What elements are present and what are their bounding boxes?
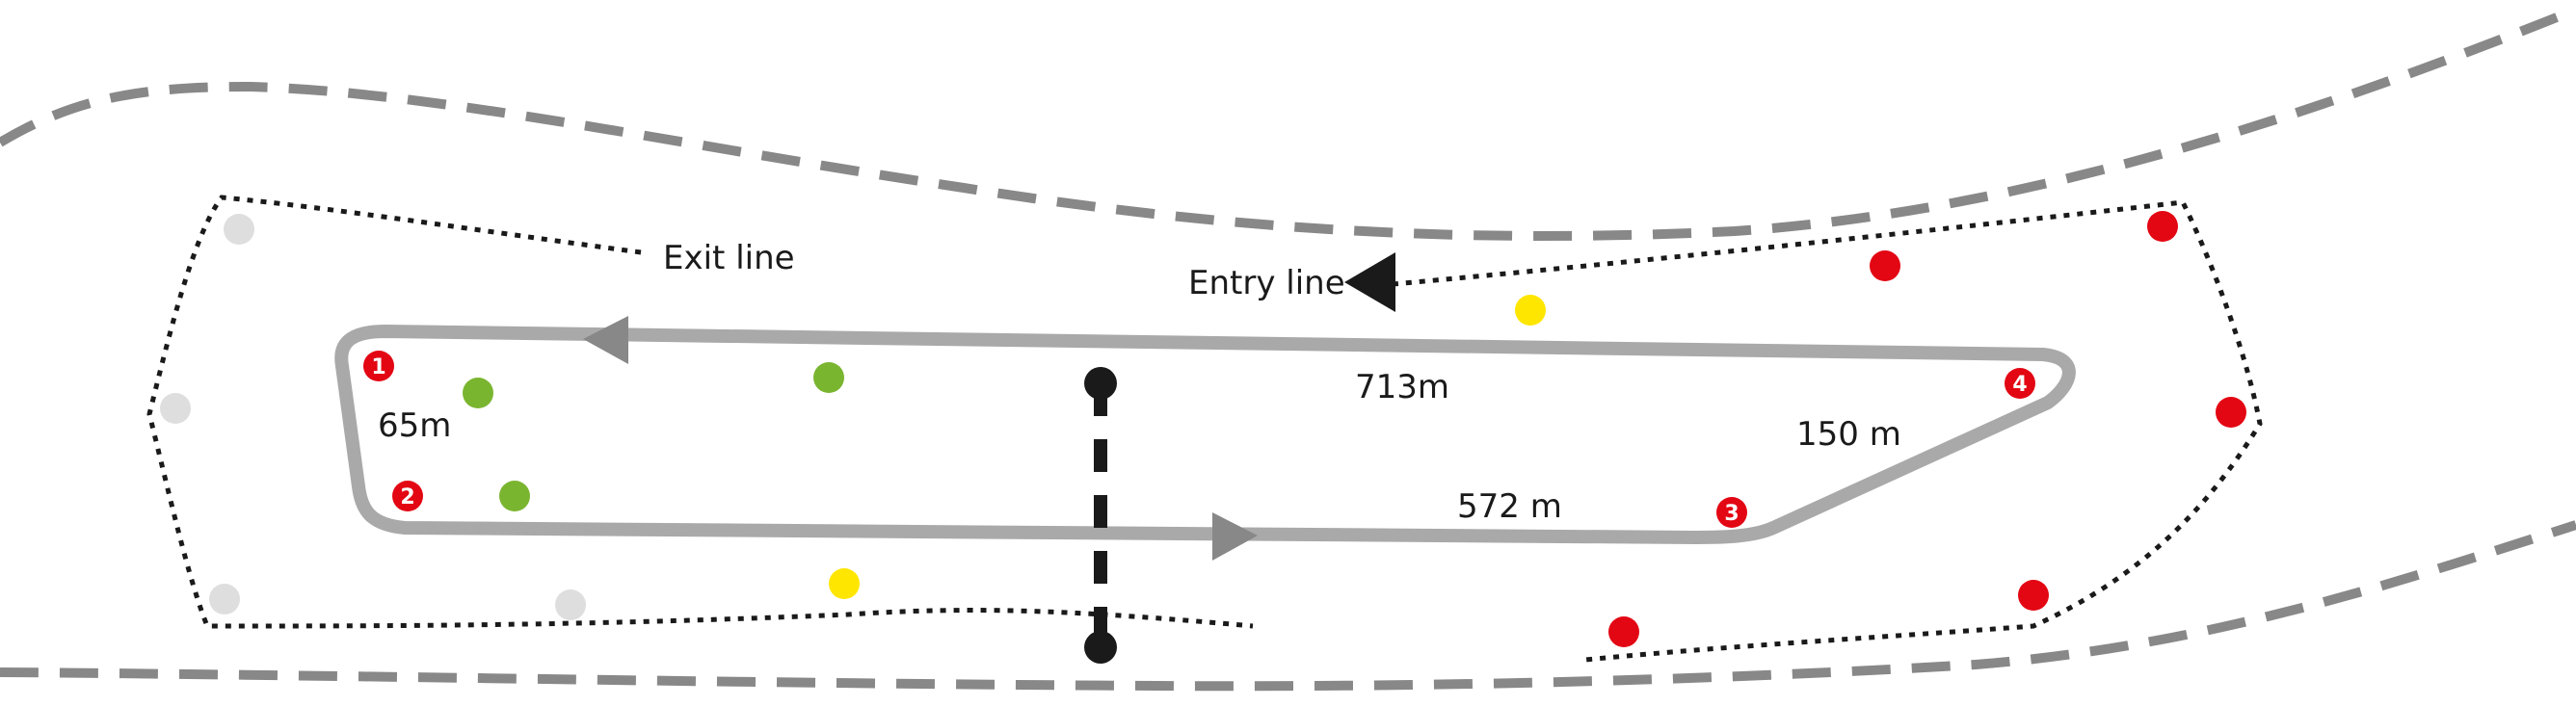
marker-2: 2 [392,481,423,511]
road-edge-bottom [0,520,2576,692]
distance-572-label: 572 m [1457,487,1562,526]
distance-150-label: 150 m [1796,415,1901,454]
marker-1: 1 [363,351,394,381]
right-boundary-dotted [1392,199,2263,663]
marker-4: 4 [2005,368,2035,399]
entry-arrow [1344,252,1395,312]
marker-3: 3 [1716,497,1747,528]
green-dot [499,481,530,511]
marker-4-label: 4 [2012,373,2027,397]
red-dot [2216,397,2246,428]
yellow-dot [829,568,860,599]
distance-713-label: 713m [1355,368,1449,406]
entry-line-label: Entry line [1188,264,1345,302]
marker-3-label: 3 [1724,502,1739,526]
exit-line-label: Exit line [663,239,795,277]
red-dot [1870,250,1900,281]
grey-dot [555,589,586,620]
marker-2-label: 2 [400,485,414,510]
divider-endpoint-bottom [1084,631,1117,664]
red-dot [2018,580,2049,611]
track-direction-arrow-right [1212,512,1258,561]
marker-1-label: 1 [371,355,385,379]
grey-dot [160,393,191,424]
red-dot [2147,211,2178,242]
red-dot [1608,616,1639,647]
yellow-dot [1515,295,1546,326]
left-boundary-dotted [146,195,1254,629]
track-loop [334,325,2076,544]
road-edge-top [0,5,2576,241]
green-dot [813,362,844,393]
track-direction-arrow-left [583,316,628,364]
grey-dot [209,584,240,614]
green-dot [463,378,493,408]
divider-endpoint-top [1084,367,1117,400]
distance-65-label: 65m [378,406,451,445]
grey-dot [224,214,254,245]
